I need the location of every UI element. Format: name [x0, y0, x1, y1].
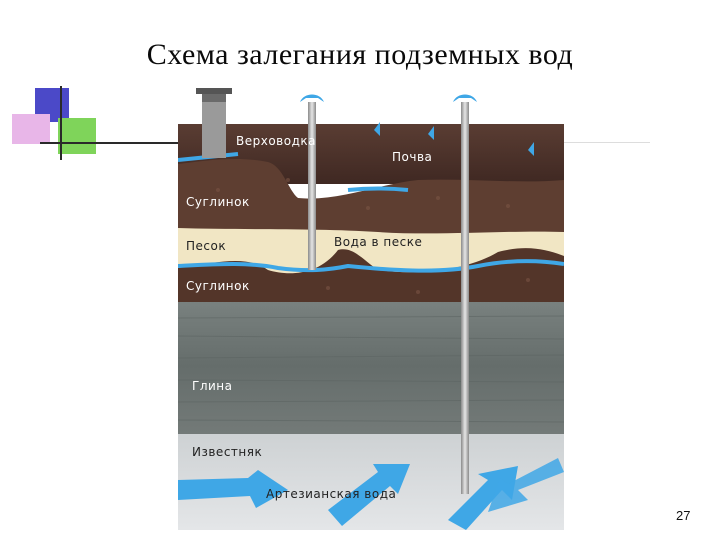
shallow-well-pipe [308, 102, 316, 270]
label-artesian-water: Артезианская вода [266, 487, 396, 501]
decorative-square-pink [12, 114, 50, 144]
groundwater-diagram: Верховодка Почва Суглинок Песок Вода в п… [178, 88, 564, 530]
artesian-water-arrows [178, 458, 564, 530]
label-sand: Песок [186, 239, 226, 253]
sand-water-line [178, 259, 564, 273]
rain-drops [374, 122, 534, 156]
clay-layer [178, 298, 564, 434]
decorative-horizontal-line-right [560, 142, 650, 143]
label-perched-water: Верховодка [236, 134, 316, 148]
shallow-well-fountain [300, 94, 324, 102]
label-soil: Почва [392, 150, 432, 164]
slide-title: Схема залегания подземных вод [146, 38, 574, 71]
clay-texture [178, 315, 564, 423]
well-house [196, 88, 232, 158]
loam-texture [216, 178, 530, 294]
page-number: 27 [676, 508, 691, 523]
label-clay: Глина [192, 379, 233, 393]
artesian-well-fountain [453, 94, 477, 102]
artesian-well-pipe [461, 102, 469, 494]
label-limestone: Известняк [192, 445, 262, 459]
decorative-horizontal-line [40, 142, 188, 144]
label-water-in-sand: Вода в песке [334, 235, 422, 249]
label-loam-bottom: Суглинок [186, 279, 250, 293]
decorative-square-green [58, 118, 96, 154]
label-loam-top: Суглинок [186, 195, 250, 209]
decorative-vertical-line [60, 86, 62, 160]
